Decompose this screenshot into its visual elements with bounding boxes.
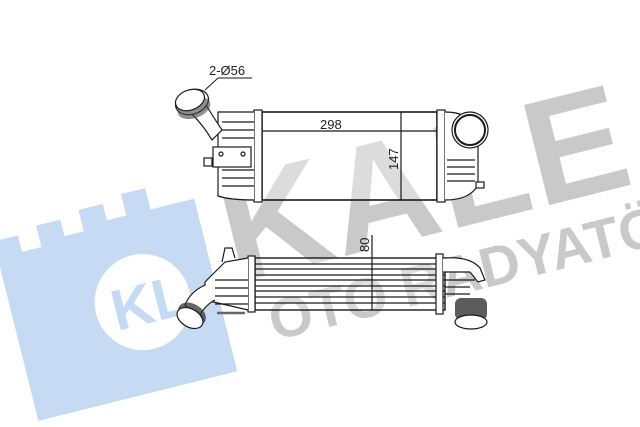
core-depth-label: 80 xyxy=(357,238,372,252)
left-inlet-pipe xyxy=(174,88,223,141)
right-outlet-pipe xyxy=(451,111,489,149)
core-front xyxy=(261,111,438,201)
core-width-label: 298 xyxy=(320,117,342,132)
pipe-diameter-label: 2-Ø56 xyxy=(209,63,245,78)
intercooler-top-view xyxy=(176,235,488,330)
core-top xyxy=(254,257,446,311)
core-height-label: 147 xyxy=(386,148,401,170)
intercooler-front-view xyxy=(174,77,489,203)
left-tank xyxy=(203,109,263,203)
logo-circle-icon xyxy=(94,254,191,351)
left-inlet-pipe-top xyxy=(176,284,216,330)
right-outlet-pipe-top xyxy=(454,298,488,330)
left-tank-top xyxy=(204,247,256,315)
kale-logo-watermark: KL xyxy=(0,188,238,421)
right-tank-top xyxy=(435,253,486,315)
